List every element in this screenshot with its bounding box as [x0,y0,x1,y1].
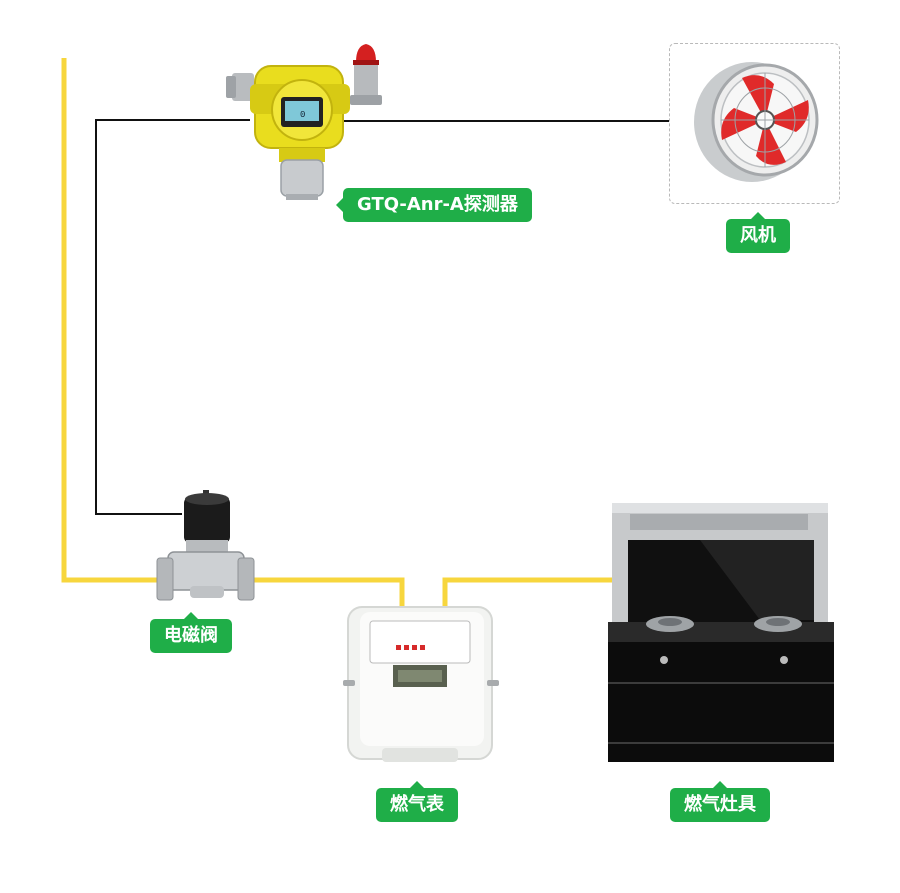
gas-meter-icon [343,606,499,762]
fan-label: 风机 [726,212,790,253]
stove-label: 燃气灶具 [670,781,770,822]
signal-wire-lines [95,119,669,515]
valve-label: 电磁阀 [150,612,232,653]
detector-reading: 0 [300,110,305,120]
meter-label: 燃气表 [376,781,458,822]
fan-graphic [694,62,819,182]
solenoid-valve-icon [156,490,255,601]
detector-label: GTQ-Anr-A探测器 [336,188,532,222]
gas-pipe-lines [61,58,628,606]
gas-stove-icon [608,503,834,762]
gas-detector-icon: 0 [226,44,382,200]
